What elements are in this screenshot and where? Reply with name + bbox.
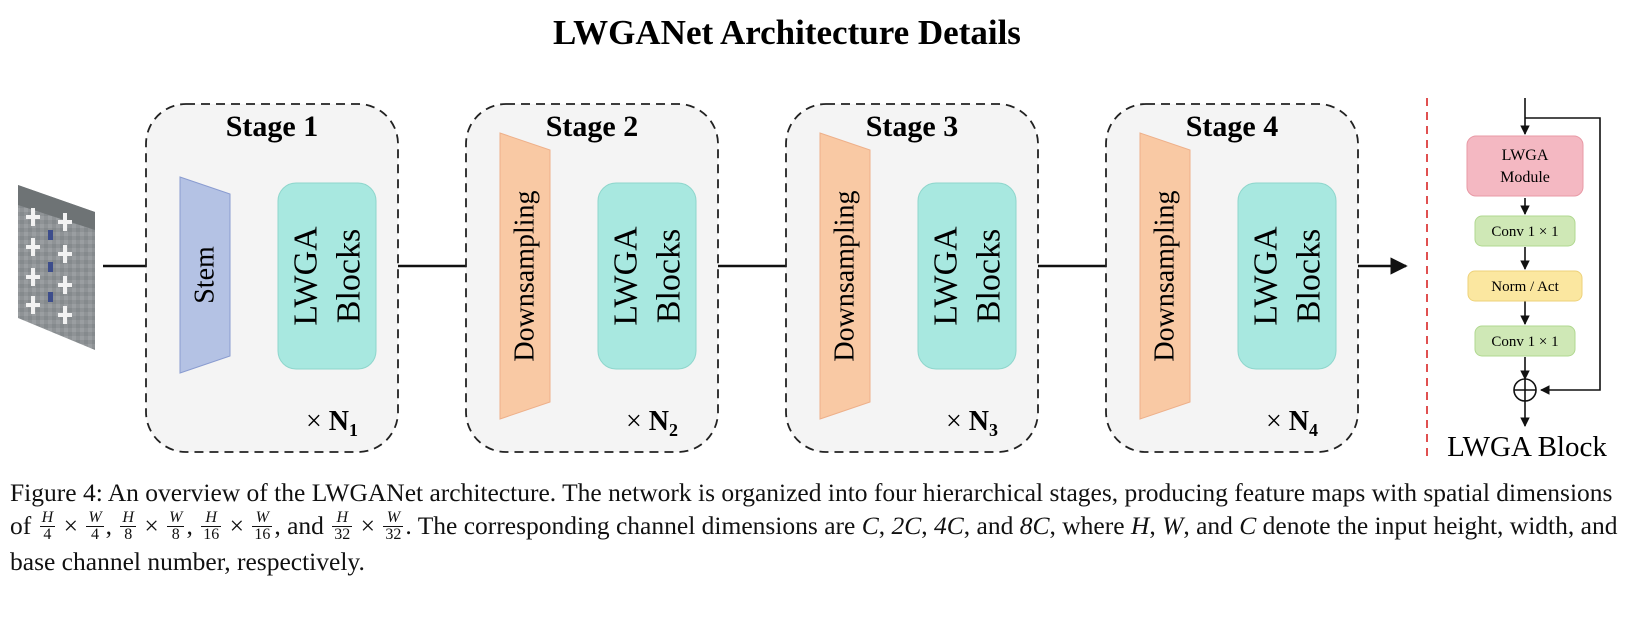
stem-block: Stem [179, 176, 231, 374]
aerial-airport-image-icon [18, 185, 95, 350]
stage-1-repeat: × N1 [306, 406, 358, 440]
lwga-blocks-4: LWGA Blocks [1237, 182, 1337, 370]
circled-plus-icon [1513, 378, 1537, 402]
lwga-blocks-2: LWGA Blocks [597, 182, 697, 370]
lwga-module-box: LWGA Module [1466, 135, 1584, 197]
lwga-blocks-3: LWGA Blocks [917, 182, 1017, 370]
lwga-blocks-3-line2: Blocks [971, 229, 1008, 323]
stage-3: Stage 3 Downsampling LWGA Blocks × N3 [785, 103, 1039, 453]
lwga-block-detail: LWGA Module Conv 1 × 1 Norm / Act Conv 1… [1447, 98, 1607, 463]
lwga-blocks-4-line2: Blocks [1291, 229, 1328, 323]
conv-box-2: Conv 1 × 1 [1474, 325, 1576, 357]
lwga-blocks-4-line1: LWGA [1248, 226, 1285, 326]
conv-1-label: Conv 1 × 1 [1491, 224, 1558, 240]
downsampling-block-2: Downsampling [499, 132, 551, 420]
stem-label: Stem [190, 246, 221, 304]
stage-4-label: Stage 4 [1186, 110, 1279, 143]
stage-4-repeat: × N4 [1266, 406, 1318, 440]
lwga-module-line1: LWGA [1502, 147, 1549, 164]
architecture-diagram: LWGANet Architecture Details [18, 13, 1607, 463]
conv-2-label: Conv 1 × 1 [1491, 334, 1558, 350]
lwga-blocks-2-line1: LWGA [608, 226, 645, 326]
diagram-title: LWGANet Architecture Details [553, 13, 1021, 52]
lwga-blocks-1-line2: Blocks [331, 229, 368, 323]
stage-3-repeat: × N3 [946, 406, 998, 440]
stage-2: Stage 2 Downsampling LWGA Blocks × N2 [465, 103, 719, 453]
figure-caption: Figure 4: An overview of the LWGANet arc… [10, 478, 1618, 576]
norm-act-label: Norm / Act [1491, 279, 1559, 295]
downsampling-2-label: Downsampling [510, 190, 541, 361]
stage-4: Stage 4 Downsampling LWGA Blocks × N4 [1105, 103, 1359, 453]
stage-1-label: Stage 1 [226, 110, 319, 143]
stage-1: Stage 1 Stem LWGA Blocks × N1 [145, 103, 399, 453]
stage-3-label: Stage 3 [866, 110, 959, 143]
stage-2-repeat: × N2 [626, 406, 678, 440]
conv-box-1: Conv 1 × 1 [1474, 215, 1576, 247]
downsampling-3-label: Downsampling [830, 190, 861, 361]
downsampling-block-4: Downsampling [1139, 132, 1191, 420]
downsampling-block-3: Downsampling [819, 132, 871, 420]
lwga-blocks-2-line2: Blocks [651, 229, 688, 323]
downsampling-4-label: Downsampling [1150, 190, 1181, 361]
lwga-blocks-1: LWGA Blocks [277, 182, 377, 370]
norm-act-box: Norm / Act [1467, 270, 1583, 302]
stage-2-label: Stage 2 [546, 110, 639, 143]
lwga-module-line2: Module [1500, 169, 1550, 186]
lwga-blocks-1-line1: LWGA [288, 226, 325, 326]
lwga-blocks-3-line1: LWGA [928, 226, 965, 326]
lwga-block-label: LWGA Block [1447, 431, 1607, 463]
